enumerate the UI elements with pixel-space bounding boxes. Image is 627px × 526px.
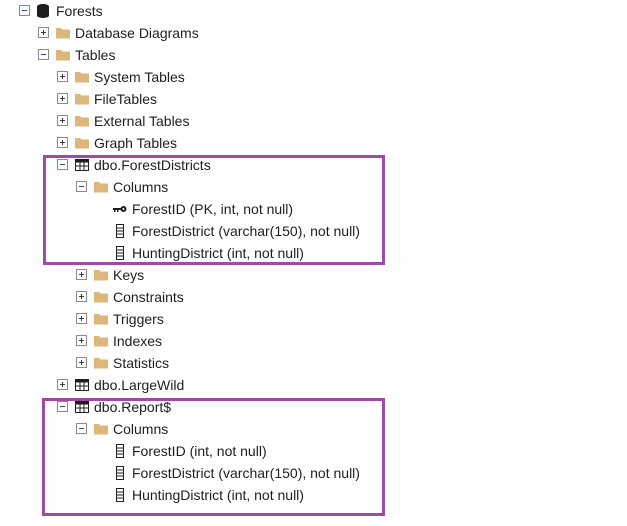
tree-node-label: Columns xyxy=(113,179,169,195)
collapse-toggle[interactable] xyxy=(57,159,68,170)
tree-node-column-forestid-pk[interactable]: ForestID (PK, int, not null) xyxy=(0,198,627,220)
column-icon xyxy=(116,488,124,502)
tree-node-label: FileTables xyxy=(94,91,158,107)
tree-node-label: Keys xyxy=(113,267,145,283)
folder-icon xyxy=(94,314,108,325)
tree-node-label: Database Diagrams xyxy=(75,25,199,41)
tree-node-constraints[interactable]: Constraints xyxy=(0,286,627,308)
tree-node-label: HuntingDistrict (int, not null) xyxy=(132,487,304,503)
column-icon xyxy=(116,466,124,480)
column-icon xyxy=(116,444,124,458)
tree-node-label: HuntingDistrict (int, not null) xyxy=(132,245,304,261)
tree-node-dbo-largewild[interactable]: dbo.LargeWild xyxy=(0,374,627,396)
tree-node-label: ForestDistrict (varchar(150), not null) xyxy=(132,465,360,481)
tree-node-label: Graph Tables xyxy=(94,135,178,151)
folder-icon xyxy=(75,116,89,127)
tree-node-column-huntingdistrict[interactable]: HuntingDistrict (int, not null) xyxy=(0,484,627,506)
expand-toggle[interactable] xyxy=(57,379,68,390)
tree-node-forests-db[interactable]: Forests xyxy=(0,0,627,22)
tree-node-label: Constraints xyxy=(113,289,184,305)
tree-node-column-forestid[interactable]: ForestID (int, not null) xyxy=(0,440,627,462)
tree-node-statistics[interactable]: Statistics xyxy=(0,352,627,374)
expand-toggle[interactable] xyxy=(76,313,87,324)
expand-toggle[interactable] xyxy=(57,137,68,148)
table-icon xyxy=(75,159,89,171)
database-icon xyxy=(37,4,49,18)
tree-node-database-diagrams[interactable]: Database Diagrams xyxy=(0,22,627,44)
tree-node-graph-tables[interactable]: Graph Tables xyxy=(0,132,627,154)
tree-node-column-forestdistrict[interactable]: ForestDistrict (varchar(150), not null) xyxy=(0,462,627,484)
tree-node-column-forestdistrict[interactable]: ForestDistrict (varchar(150), not null) xyxy=(0,220,627,242)
tree-node-label: Forests xyxy=(56,3,103,19)
column-icon xyxy=(116,246,124,260)
tree-node-label: dbo.LargeWild xyxy=(94,377,185,393)
folder-icon xyxy=(94,424,108,435)
tree-node-dbo-forestdistricts[interactable]: dbo.ForestDistricts xyxy=(0,154,627,176)
expand-toggle[interactable] xyxy=(76,291,87,302)
expand-toggle[interactable] xyxy=(76,269,87,280)
folder-icon xyxy=(56,50,70,61)
primary-key-icon xyxy=(113,206,127,212)
tree-node-label: Columns xyxy=(113,421,169,437)
tree-node-triggers[interactable]: Triggers xyxy=(0,308,627,330)
folder-icon xyxy=(94,336,108,347)
folder-icon xyxy=(56,28,70,39)
tree-node-external-tables[interactable]: External Tables xyxy=(0,110,627,132)
folder-icon xyxy=(94,270,108,281)
folder-icon xyxy=(94,182,108,193)
tree-node-label: ForestDistrict (varchar(150), not null) xyxy=(132,223,360,239)
tree-node-column-huntingdistrict[interactable]: HuntingDistrict (int, not null) xyxy=(0,242,627,264)
folder-icon xyxy=(75,138,89,149)
tree-node-columns[interactable]: Columns xyxy=(0,176,627,198)
column-icon xyxy=(116,224,124,238)
tree-node-label: Triggers xyxy=(113,311,164,327)
expand-toggle[interactable] xyxy=(38,27,49,38)
tree-node-label: dbo.ForestDistricts xyxy=(94,157,211,173)
tree-node-label: dbo.Report$ xyxy=(94,399,172,415)
tree-node-label: ForestID (int, not null) xyxy=(132,443,267,459)
expand-toggle[interactable] xyxy=(57,93,68,104)
expand-toggle[interactable] xyxy=(57,115,68,126)
tree-node-system-tables[interactable]: System Tables xyxy=(0,66,627,88)
folder-icon xyxy=(94,358,108,369)
folder-icon xyxy=(94,292,108,303)
tree-node-filetables[interactable]: FileTables xyxy=(0,88,627,110)
tree-node-label: Tables xyxy=(75,47,116,63)
table-icon xyxy=(75,379,89,391)
expand-toggle[interactable] xyxy=(76,357,87,368)
tree-node-label: Statistics xyxy=(113,355,170,371)
folder-icon xyxy=(75,72,89,83)
tree-node-keys[interactable]: Keys xyxy=(0,264,627,286)
collapse-toggle[interactable] xyxy=(76,423,87,434)
tree-node-dbo-report[interactable]: dbo.Report$ xyxy=(0,396,627,418)
tree-node-label: External Tables xyxy=(94,113,190,129)
tree-node-tables[interactable]: Tables xyxy=(0,44,627,66)
tree-node-indexes[interactable]: Indexes xyxy=(0,330,627,352)
folder-icon xyxy=(75,94,89,105)
expand-toggle[interactable] xyxy=(57,71,68,82)
collapse-toggle[interactable] xyxy=(19,5,30,16)
tree-node-columns[interactable]: Columns xyxy=(0,418,627,440)
collapse-toggle[interactable] xyxy=(38,49,49,60)
tree-node-label: Indexes xyxy=(113,333,163,349)
collapse-toggle[interactable] xyxy=(76,181,87,192)
expand-toggle[interactable] xyxy=(76,335,87,346)
table-icon xyxy=(75,401,89,413)
collapse-toggle[interactable] xyxy=(57,401,68,412)
tree-node-label: System Tables xyxy=(94,69,185,85)
tree-node-label: ForestID (PK, int, not null) xyxy=(132,201,294,217)
